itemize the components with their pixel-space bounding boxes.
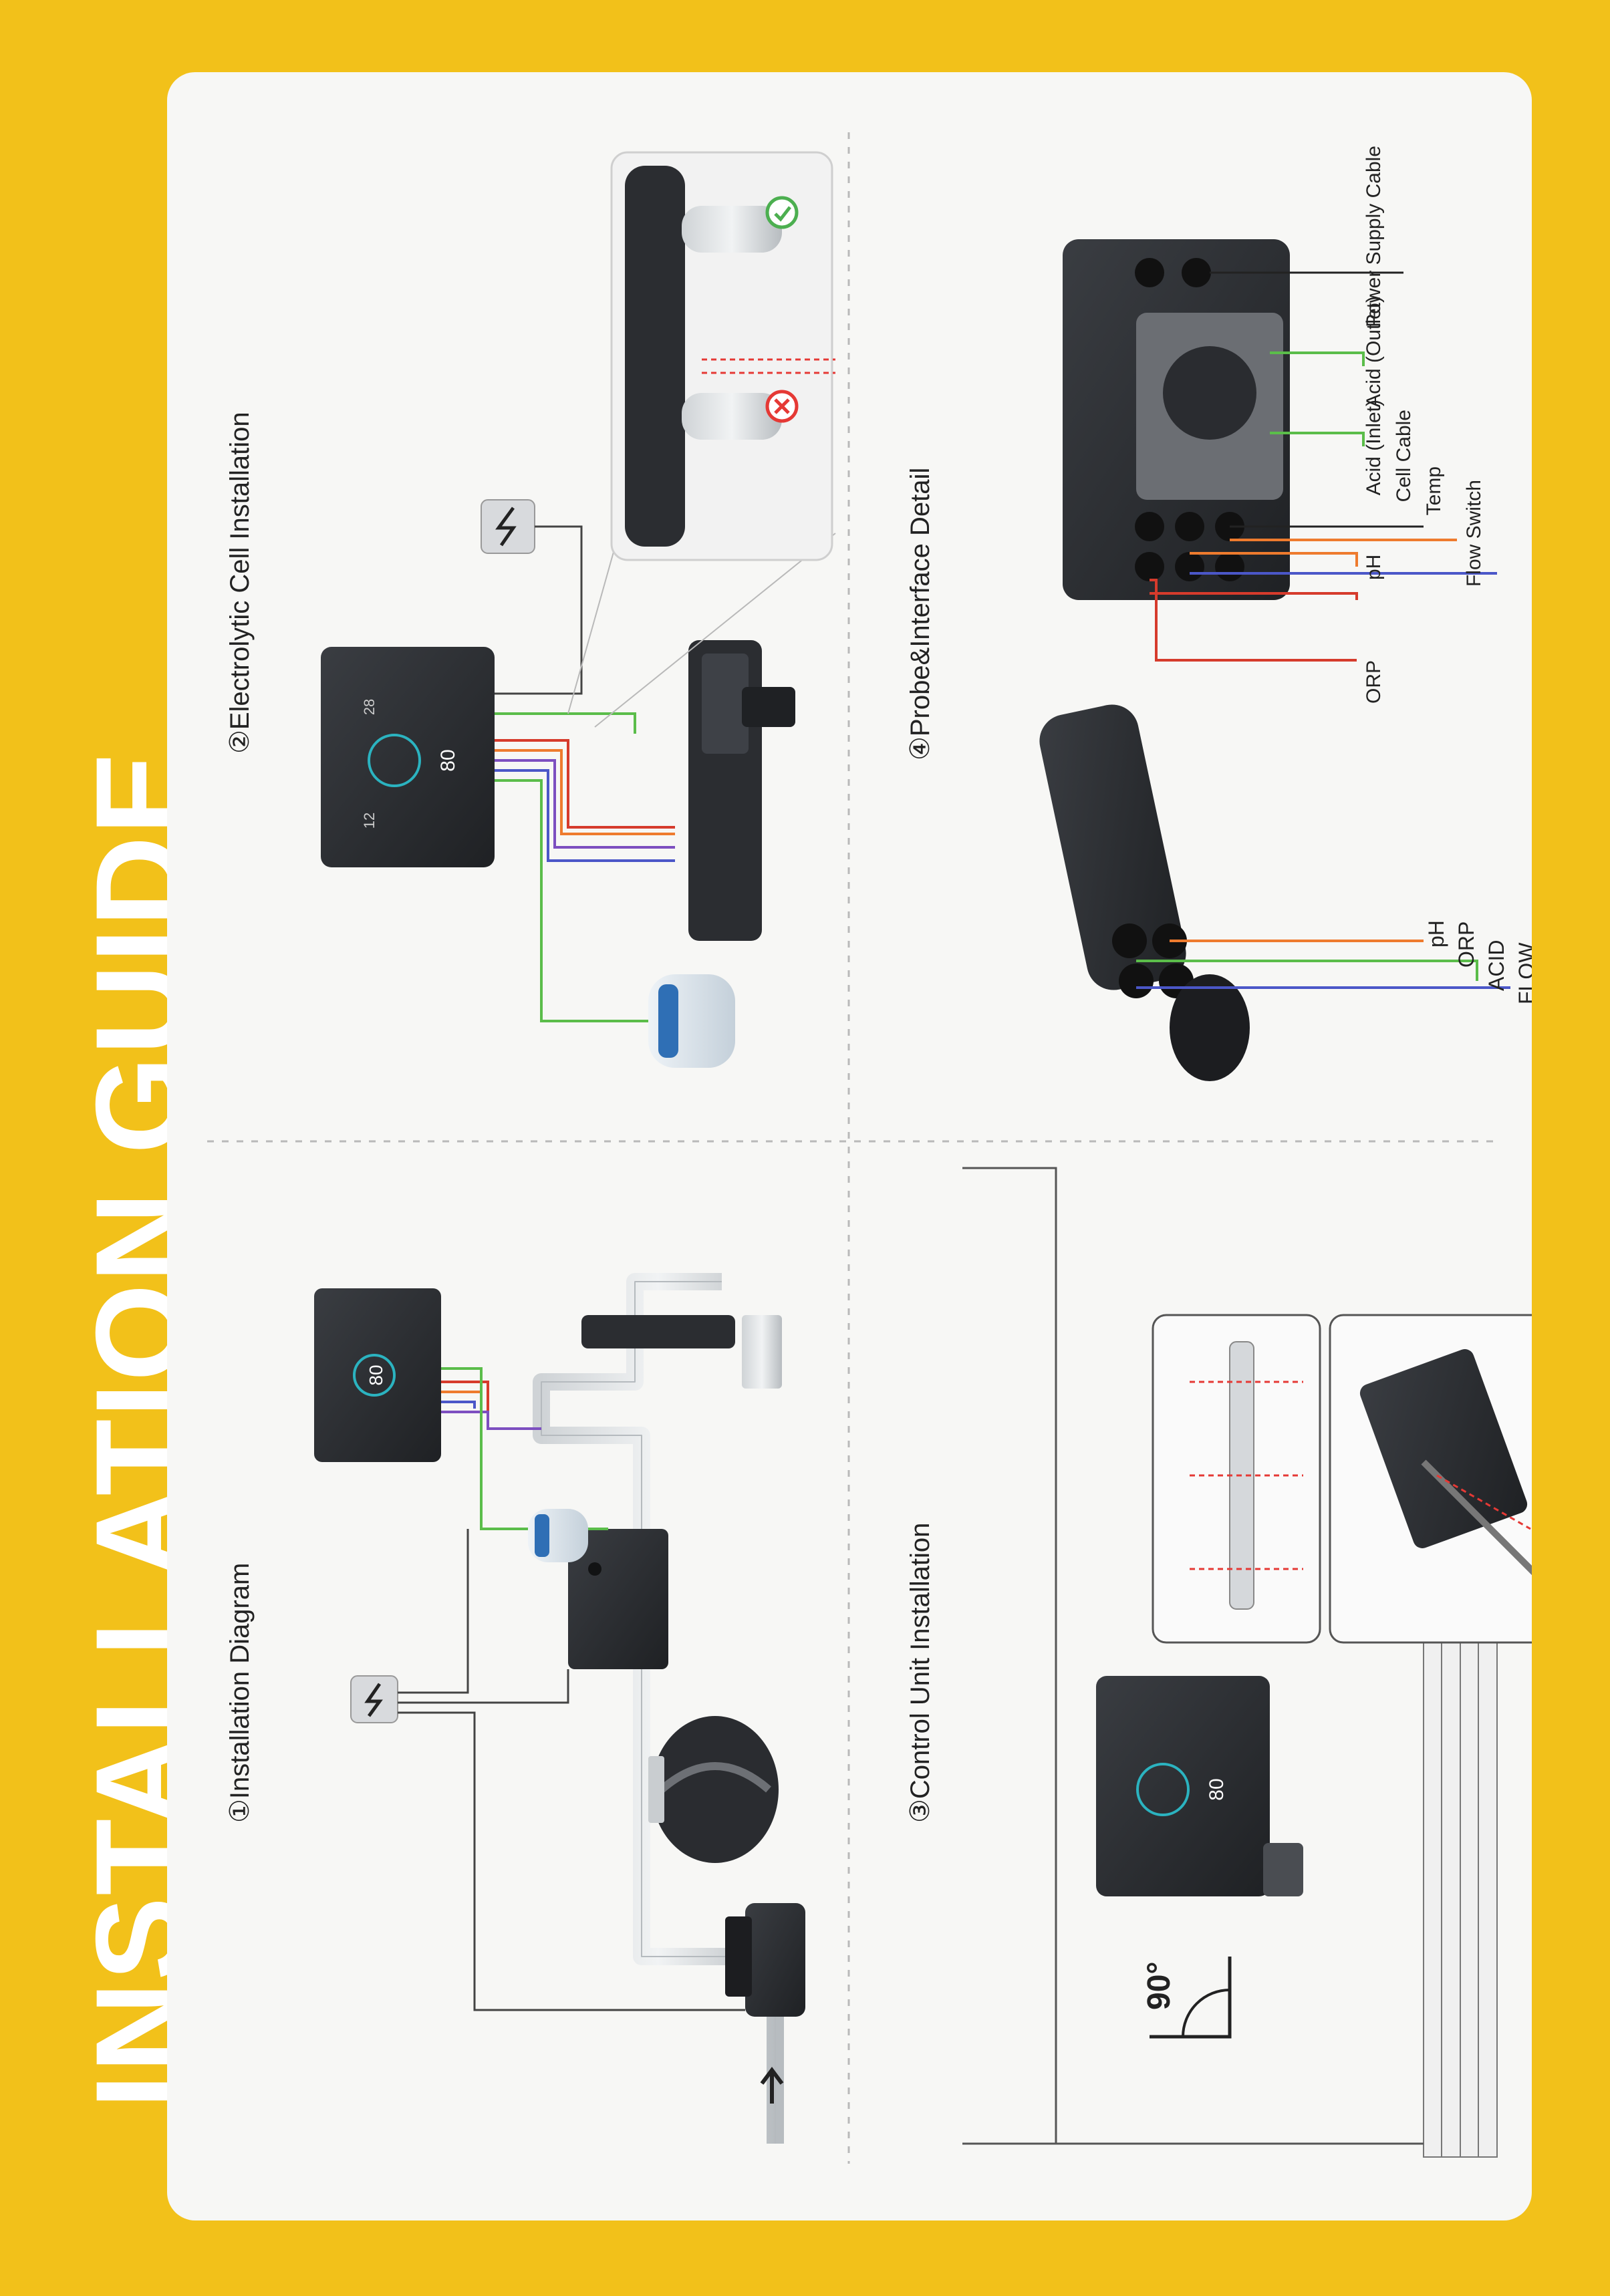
mounted-screen-reading: 80 bbox=[1206, 1778, 1228, 1800]
cell-label-ph: pH bbox=[1424, 920, 1448, 948]
cell-label-flow: FLOW bbox=[1514, 942, 1532, 1004]
section-title-installation-diagram: ①Installation Diagram bbox=[225, 1563, 255, 1823]
control-unit bbox=[321, 647, 495, 867]
unit-label-acid-inlet: Acid (Inlet) bbox=[1363, 400, 1385, 495]
probe-interface-detail: pH ORP ACID FLOW Power Supply Cable Acid… bbox=[1039, 146, 1532, 1081]
guide-illustrations: ①Installation Diagram ②Electrolytic Cell… bbox=[207, 132, 1532, 2164]
screen-reading: 80 bbox=[366, 1365, 386, 1385]
section-title-probe-interface: ④Probe&Interface Detail bbox=[906, 468, 935, 760]
screen-reading-2: 28 bbox=[361, 699, 378, 715]
control-unit-small bbox=[314, 1288, 441, 1462]
filter-tank bbox=[652, 1716, 779, 1863]
cell-label-orp: ORP bbox=[1454, 921, 1478, 968]
section-title-electrolytic-cell: ②Electrolytic Cell Installation bbox=[225, 412, 255, 754]
section-title-control-unit: ③Control Unit Installation bbox=[906, 1523, 935, 1823]
unit-label-power-supply: Power Supply Cable bbox=[1363, 146, 1385, 327]
unit-label-acid-outlet: Acid (Outlet) bbox=[1363, 296, 1385, 408]
electrolytic-cell-small bbox=[581, 1315, 735, 1348]
installation-diagram: 80 bbox=[314, 1273, 805, 2144]
flow-in-arrow-icon bbox=[760, 2067, 784, 2104]
right-angle-icon bbox=[1150, 1957, 1232, 2039]
angle-label: 90° bbox=[1142, 1961, 1177, 2010]
electrolytic-cell-installation: 80 28 12 bbox=[321, 151, 836, 1068]
mounted-control-unit bbox=[1096, 1676, 1270, 1896]
unit-backside bbox=[1359, 1349, 1528, 1548]
power-supply-icon bbox=[350, 1675, 398, 1723]
correct-icon bbox=[765, 196, 799, 229]
screen-reading-large: 80 bbox=[437, 749, 459, 771]
cell-detail bbox=[1039, 704, 1186, 990]
water-pipe bbox=[533, 1273, 784, 2144]
unit-label-orp: ORP bbox=[1363, 660, 1385, 704]
cell-label-acid: ACID bbox=[1484, 940, 1508, 991]
pump-device bbox=[745, 1903, 805, 2017]
unit-label-temp: Temp bbox=[1423, 466, 1445, 515]
guide-panel: ①Installation Diagram ②Electrolytic Cell… bbox=[167, 72, 1532, 2220]
unit-label-ph: pH bbox=[1363, 555, 1385, 580]
screen-reading-3: 12 bbox=[361, 813, 378, 829]
installation-guide-title: INSTALLATION GUIDE bbox=[0, 0, 210, 2296]
unit-label-cell-cable: Cell Cable bbox=[1393, 410, 1415, 502]
unit-label-flow-switch: Flow Switch bbox=[1463, 480, 1485, 587]
control-unit-installation: 80 90° bbox=[962, 1167, 1532, 2158]
